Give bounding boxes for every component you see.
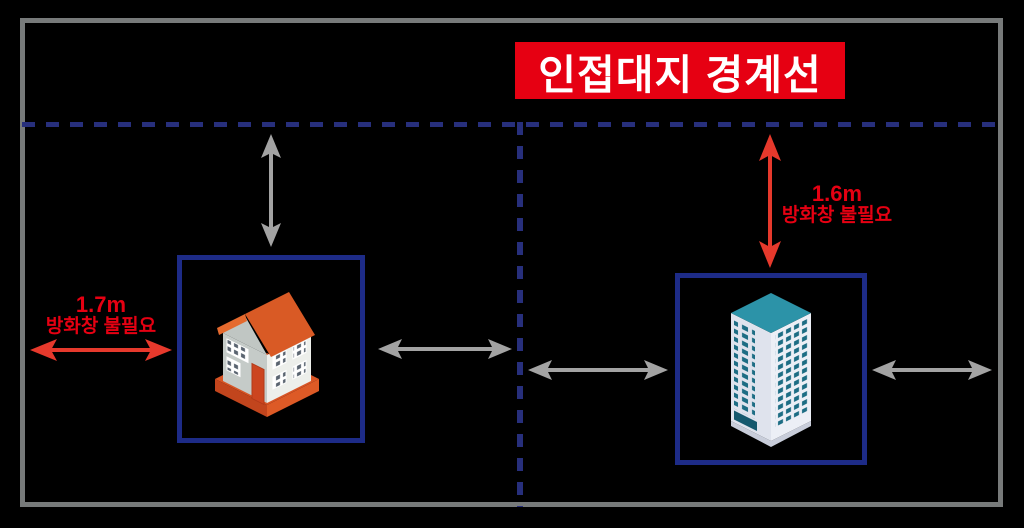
left-clearance-distance: 1.7m	[75, 292, 127, 317]
tower-left-setback-arrow-icon	[528, 358, 668, 382]
site-frame	[20, 18, 1003, 507]
right-clearance-note: 방화창 불필요	[781, 205, 893, 227]
tower-right-setback-arrow-icon	[872, 358, 992, 382]
boundary-line-vertical	[517, 122, 523, 507]
left-lot-box	[177, 255, 365, 443]
house-top-setback-arrow-icon	[259, 134, 283, 247]
office-tower-icon	[721, 289, 821, 449]
right-clearance-label: 1.6m 방화창 불필요	[757, 181, 917, 227]
right-clearance-arrow-icon	[758, 134, 782, 268]
left-clearance-arrow-icon	[30, 338, 172, 362]
house-icon	[205, 278, 337, 420]
house-right-setback-arrow-icon	[378, 337, 512, 361]
left-clearance-note: 방화창 불필요	[45, 316, 157, 338]
adjacent-site-boundary-label: 인접대지 경계선	[515, 42, 845, 99]
right-clearance-distance: 1.6m	[811, 181, 863, 206]
right-lot-box	[675, 273, 867, 465]
boundary-line-horizontal	[22, 122, 1003, 127]
left-clearance-label: 1.7m 방화창 불필요	[18, 292, 184, 338]
